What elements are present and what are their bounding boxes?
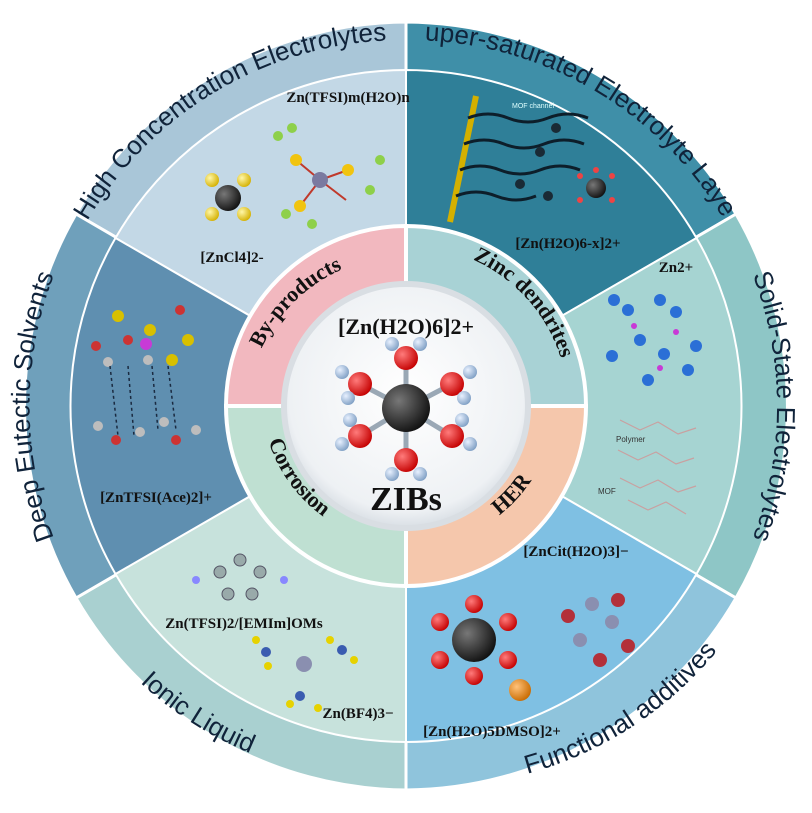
solid-polymer-label: Polymer	[616, 435, 646, 444]
func-formula-top: [ZnCit(H2O)3]−	[523, 544, 628, 560]
solid-zn-label: Zn2+	[659, 260, 693, 276]
illustration-des: [ZnTFSI(Ace)2]+	[91, 305, 212, 506]
hce-formula-bottom: [ZnCl4]2-	[200, 250, 263, 266]
center-formula: [Zn(H2O)6]2+	[338, 314, 474, 339]
center-zibs-label: ZIBs	[370, 481, 442, 518]
ionic-formula-bottom: Zn(BF4)3−	[322, 706, 393, 722]
ionic-formula-top: Zn(TFSI)2/[EMIm]OMs	[165, 616, 323, 632]
illustration-ionic: Zn(TFSI)2/[EMIm]OMs Zn(BF4)3−	[165, 553, 394, 722]
sse-formula: [Zn(H2O)6-x]2+	[515, 236, 620, 252]
func-formula-bottom: [Zn(H2O)5DMSO]2+	[423, 724, 561, 740]
des-formula: [ZnTFSI(Ace)2]+	[100, 490, 212, 506]
illustration-functional: [ZnCit(H2O)3]− [Zn(H2O)5DMSO]2+	[423, 544, 635, 740]
illustration-solid: Zn2+ Polymer MOF	[598, 260, 702, 515]
illustration-sse: MOF channel [Zn(H2O)6-x]2+	[447, 95, 621, 252]
hce-formula-top: Zn(TFSI)m(H2O)n	[286, 90, 410, 106]
zinc-ion-ball	[382, 384, 430, 432]
solid-mof-label: MOF	[598, 487, 616, 496]
illustration-hce: Zn(TFSI)m(H2O)n [ZnCl4]2-	[200, 90, 410, 266]
hydrated-zinc-molecule	[335, 337, 477, 481]
sse-mof-label: MOF channel	[512, 103, 554, 110]
